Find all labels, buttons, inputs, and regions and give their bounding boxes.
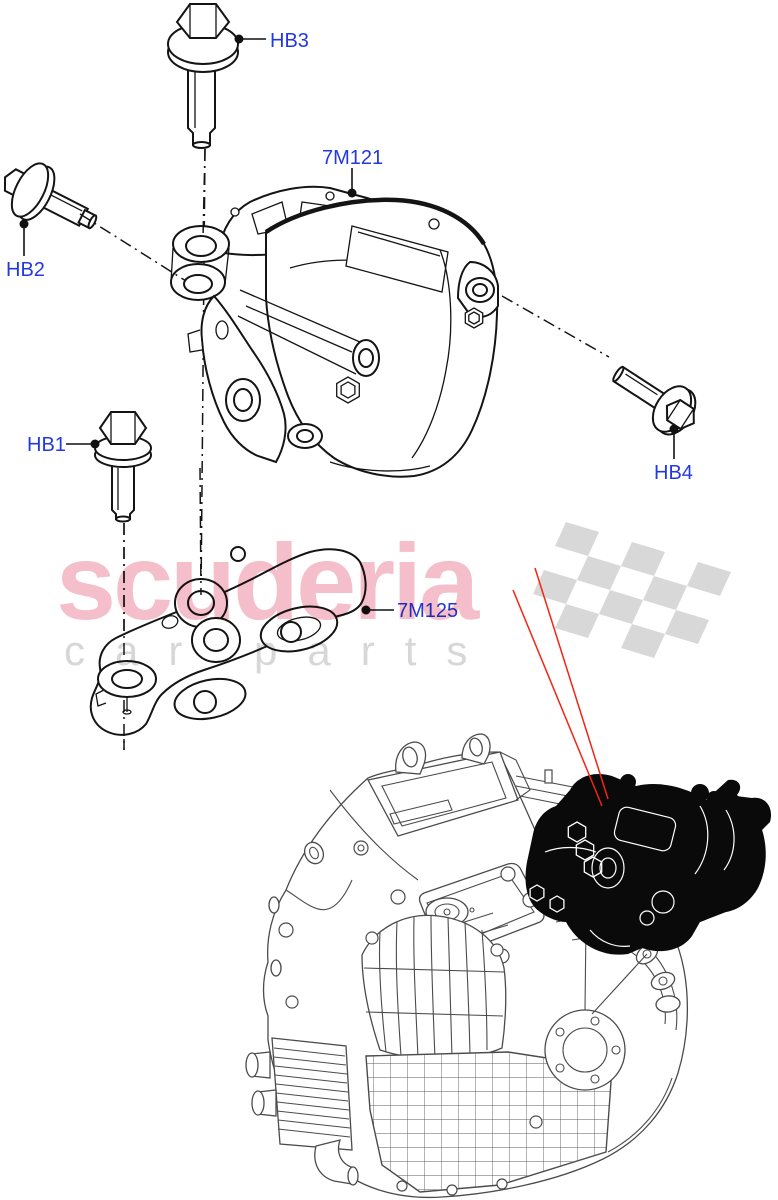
flag-cell <box>621 624 665 658</box>
leader-hb3 <box>234 34 266 44</box>
mounting-plate-7m125 <box>89 546 367 736</box>
flag-cell <box>533 570 577 604</box>
oil-cooler <box>245 1037 359 1186</box>
label-hb3[interactable]: HB3 <box>270 30 309 52</box>
bolt-hb1 <box>94 411 152 523</box>
leader-7m121 <box>347 168 357 198</box>
label-hb2[interactable]: HB2 <box>6 259 45 281</box>
label-hb4[interactable]: HB4 <box>654 462 693 484</box>
engine-mount-7m121 <box>170 185 499 478</box>
bolt-hb4 <box>612 365 697 436</box>
leader-hb4 <box>669 424 679 459</box>
leader-hb1 <box>66 439 100 449</box>
flag-cell <box>687 562 731 596</box>
leader-7m125 <box>361 605 394 615</box>
label-7m125[interactable]: 7M125 <box>397 600 458 622</box>
bolt-hb3 <box>167 3 239 149</box>
flag-cell <box>665 610 709 644</box>
highlight-detail-lines <box>529 805 735 947</box>
leader-hb2 <box>19 219 29 256</box>
bolt-hb2 <box>3 162 98 230</box>
checkered-flag-icon <box>533 522 731 658</box>
assembly-centerlines-top <box>79 148 610 750</box>
highlighted-mount-on-transmission <box>525 773 772 955</box>
transmission-assembly <box>245 733 689 1199</box>
flag-cell <box>555 522 599 556</box>
pointer-lines <box>512 567 609 807</box>
flag-cell <box>599 590 643 624</box>
flag-cell <box>577 556 621 590</box>
label-7m121[interactable]: 7M121 <box>322 147 383 169</box>
flag-cell <box>621 542 665 576</box>
label-hb1[interactable]: HB1 <box>27 434 66 456</box>
flag-cell <box>643 576 687 610</box>
flag-cell <box>555 604 599 638</box>
